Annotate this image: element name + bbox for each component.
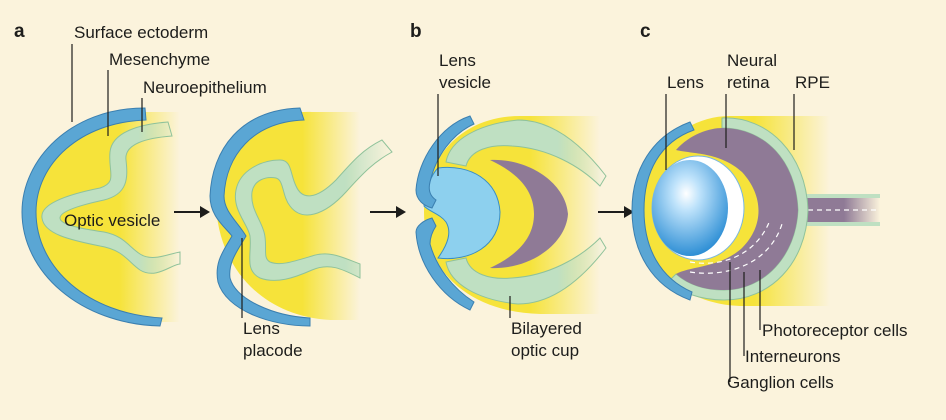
surface-ectoderm-layer-2 — [209, 107, 311, 327]
label-lens-vesicle-2: vesicle — [439, 73, 491, 92]
lens-body — [652, 160, 728, 256]
label-neural-retina-1: Neural — [727, 51, 777, 70]
arrow-2 — [370, 206, 406, 218]
neuroepithelium-layer-2 — [234, 139, 393, 281]
label-lens-placode-1: Lens — [243, 319, 280, 338]
neuroepithelium-cup-3 — [445, 119, 607, 305]
panel-label-c: c — [640, 21, 651, 42]
retina-inner-dashes — [689, 223, 783, 274]
surface-ectoderm-layer-4 — [631, 121, 695, 301]
label-lens: Lens — [667, 73, 704, 92]
label-ganglion: Ganglion cells — [727, 373, 834, 392]
stage-2 — [209, 107, 393, 327]
surface-ectoderm-layer-3 — [415, 115, 475, 311]
lens-vesicle-3 — [423, 166, 501, 260]
arrow-1 — [174, 206, 210, 218]
panel-label-b: b — [410, 21, 422, 42]
label-neuroepithelium: Neuroepithelium — [143, 78, 267, 97]
label-lens-vesicle-1: Lens — [439, 51, 476, 70]
label-rpe: RPE — [795, 73, 830, 92]
label-bilayered-1: Bilayered — [511, 319, 582, 338]
arrow-3 — [598, 206, 634, 218]
panel-label-a: a — [14, 21, 25, 42]
retina-inner-dashes-2 — [689, 219, 771, 264]
label-surface-ectoderm: Surface ectoderm — [74, 23, 208, 42]
label-lens-placode-2: placode — [243, 341, 303, 360]
label-optic-vesicle: Optic vesicle — [64, 211, 160, 230]
retina-layer-3 — [490, 159, 568, 269]
neuroepithelium-layer — [41, 121, 181, 274]
label-bilayered-2: optic cup — [511, 341, 579, 360]
stage-3 — [415, 115, 607, 314]
label-photoreceptor: Photoreceptor cells — [762, 321, 908, 340]
label-neural-retina-2: retina — [727, 73, 770, 92]
label-mesenchyme: Mesenchyme — [109, 50, 210, 69]
label-interneurons: Interneurons — [745, 347, 840, 366]
stage-4 — [631, 116, 880, 306]
stage-1 — [21, 107, 181, 327]
surface-ectoderm-layer — [21, 107, 163, 327]
